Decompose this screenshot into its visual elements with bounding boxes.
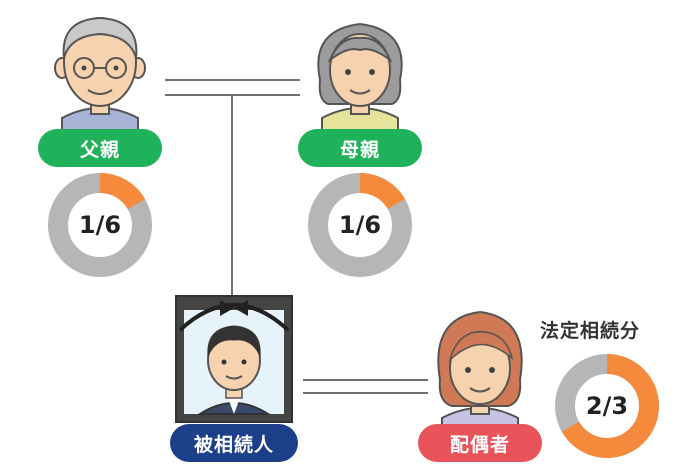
mother-share-arc — [308, 173, 412, 277]
father-label: 父親 — [38, 129, 162, 167]
father-avatar — [54, 16, 146, 131]
spouse-share-donut — [555, 354, 659, 458]
father-share-donut — [48, 173, 152, 277]
deceased-label: 被相続人 — [170, 424, 298, 462]
spouse-share-arc — [555, 354, 659, 458]
connection-lines — [165, 79, 428, 394]
father-share-arc — [48, 173, 152, 277]
father-share-text: 1/6 — [78, 211, 122, 239]
mother-share-donut — [308, 173, 412, 277]
mother-label: 母親 — [298, 129, 422, 167]
mother-share-text: 1/6 — [338, 211, 382, 239]
legal-share-title: 法定相続分 — [540, 320, 641, 342]
mother-avatar — [317, 22, 403, 131]
deceased-portrait — [175, 295, 293, 423]
spouse-label: 配偶者 — [418, 424, 542, 462]
spouse-share-text: 2/3 — [585, 392, 629, 420]
spouse-avatar — [437, 310, 523, 429]
